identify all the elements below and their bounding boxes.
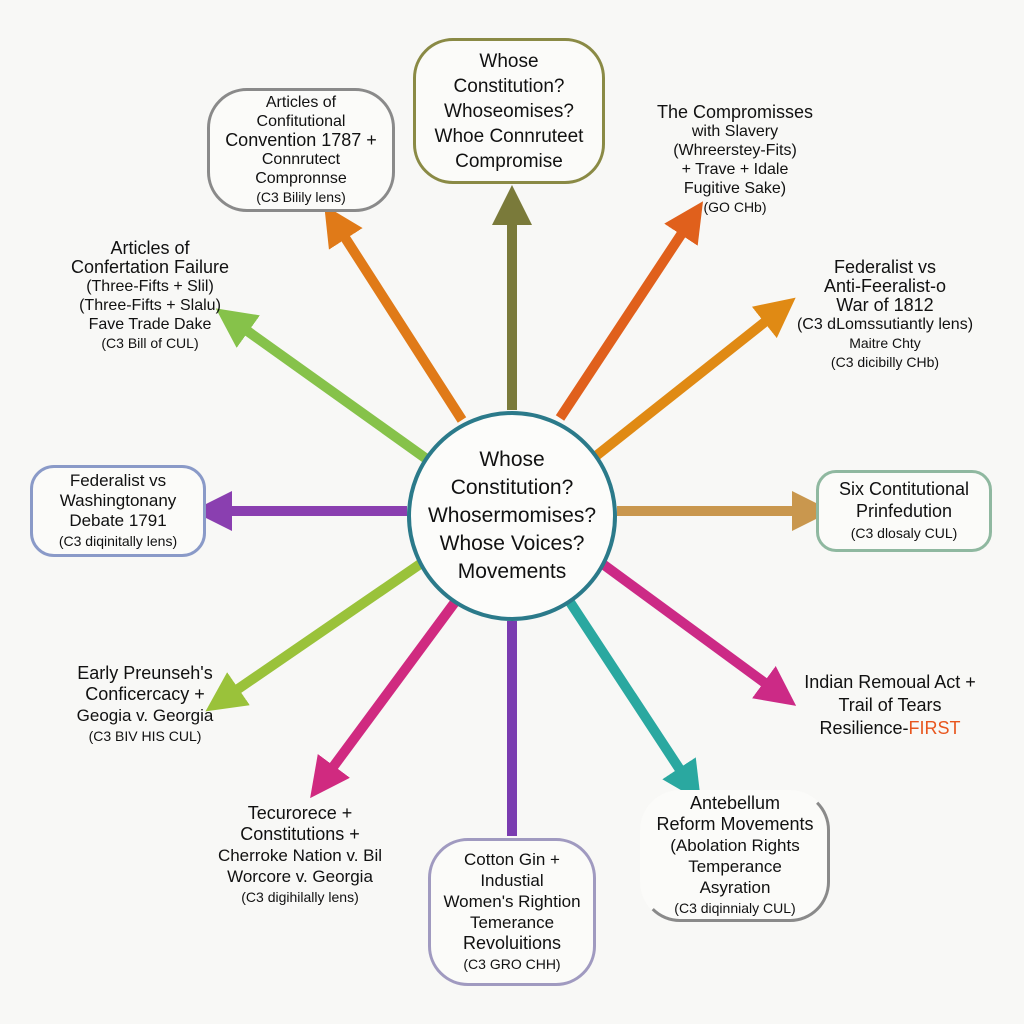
node-line: Indian Remoual Act + — [804, 671, 976, 692]
node-line: (C3 Bill of CUL) — [101, 335, 199, 351]
node-line: (C3 dlosaly CUL) — [850, 525, 958, 541]
node-line: (C3 Bilily lens) — [256, 189, 346, 205]
node-line: Confertation Failure — [70, 257, 230, 277]
node-line: (Abolation Rights — [670, 836, 800, 855]
node-line: (C3 digihilally lens) — [241, 888, 359, 905]
node-line: + Trave + Idale — [681, 161, 789, 178]
node-line: Industial — [480, 871, 544, 890]
node-line: Antebellum — [689, 793, 781, 813]
node-line-resilience: Resilience-FIRST — [819, 717, 960, 740]
center-hub: Whose Constitution? Whosermomises? Whose… — [407, 411, 617, 621]
node-line: Women's Rightion — [443, 892, 581, 911]
node-top-line: Whose — [479, 50, 539, 72]
node-line: Reform Movements — [656, 814, 814, 834]
center-line-2: Constitution? — [450, 476, 574, 499]
node-top-line: Whoseomises? — [444, 100, 574, 122]
node-line: Revoluitions — [462, 933, 562, 953]
node-top-line: Constitution? — [453, 75, 565, 97]
arrow-upper-right — [555, 201, 704, 421]
node-early-presidents: Early Preunseh's Conficercacy + Geogia v… — [45, 660, 245, 750]
node-line: Articles of — [265, 94, 337, 111]
node-line: Tecurorece + — [247, 802, 353, 823]
center-line-1: Whose — [479, 448, 545, 471]
arrow-bottom-right — [561, 593, 701, 802]
node-line: Compronnse — [255, 170, 347, 187]
node-line: The Compromisses — [656, 102, 814, 122]
node-line: Maitre Chty — [849, 335, 921, 351]
node-line: Connrutect — [261, 151, 341, 168]
node-line: Debate 1791 — [69, 511, 167, 530]
node-line: Articles of — [110, 238, 190, 258]
node-line: Cotton Gin + — [464, 850, 560, 869]
node-line: (C3 dLomssutiantly lens) — [796, 316, 974, 333]
node-line: Temperance — [688, 857, 782, 876]
node-top-line: Compromise — [455, 150, 563, 172]
node-line: with Slavery — [691, 123, 779, 140]
node-line: (C3 GRO CHH) — [463, 956, 561, 972]
arrow-left-lower — [205, 555, 429, 712]
node-cotton-gin: Cotton Gin + Industial Women's Rightion … — [428, 838, 596, 986]
node-line: (Whreerstey-Fits) — [673, 142, 797, 159]
node-federalist-war: Federalist vs Anti-Feeralist-o War of 18… — [770, 235, 1000, 395]
node-line: Confitutional — [256, 113, 346, 130]
node-line: Temerance — [469, 913, 555, 932]
node-line: Six Contitutional — [838, 479, 970, 499]
node-line: War of 1812 — [836, 295, 934, 315]
node-tecurorece: Tecurorece + Constitutions + Cherroke Na… — [190, 795, 410, 915]
node-line: Early Preunseh's — [77, 663, 213, 683]
node-articles-convention: Articles of Confitutional Convention 178… — [207, 88, 395, 212]
center-line-4: Whose Voices? — [439, 532, 585, 555]
node-line: Federalist vs — [833, 257, 937, 277]
node-antebellum: Antebellum Reform Movements (Abolation R… — [640, 790, 830, 922]
node-line: (GO CHb) — [703, 199, 767, 215]
node-line: (C3 dicibilly CHb) — [830, 354, 940, 370]
node-compromises-slavery: The Compromisses with Slavery (Whreerste… — [620, 100, 850, 220]
node-line: Washingtonany — [59, 491, 177, 510]
node-indian-removal: Indian Remoual Act + Trail of Tears Resi… — [790, 665, 990, 745]
node-line: Anti-Feeralist-o — [823, 276, 947, 296]
resilience-text: Resilience- — [819, 717, 909, 738]
node-line: Convention 1787 + — [225, 130, 377, 150]
node-line: (C3 BIV HIS CUL) — [88, 728, 202, 744]
node-line: Cherroke Nation v. Bil — [217, 845, 383, 865]
node-line: Fave Trade Dake — [88, 316, 212, 333]
node-line: Geogia v. Georgia — [76, 706, 214, 725]
node-line: Federalist vs — [69, 471, 167, 490]
node-line: Prinfedution — [855, 501, 953, 521]
first-tag: FIRST — [908, 717, 961, 738]
node-six-constitutional: Six Contitutional Prinfedution (C3 dlosa… — [816, 470, 992, 552]
node-line: Fugitive Sake) — [683, 180, 787, 197]
node-line: Trail of Tears — [838, 694, 942, 715]
node-articles-failure: Articles of Confertation Failure (Three-… — [50, 235, 250, 357]
node-federalist-washington: Federalist vs Washingtonany Debate 1791 … — [30, 465, 206, 557]
node-line: (C3 diqinitally lens) — [58, 533, 178, 549]
arrow-right-lower — [597, 557, 797, 706]
arrow-right-upper — [592, 297, 796, 460]
arrow-left-upper — [215, 308, 431, 465]
node-line: Asyration — [699, 878, 771, 897]
node-line: (C3 diqinnialy CUL) — [674, 900, 796, 916]
center-line-5: Movements — [457, 560, 567, 583]
node-line: (Three-Fifts + Slil) — [86, 278, 214, 295]
node-top: Whose Constitution? Whoseomises? Whoe Co… — [413, 38, 605, 184]
node-line: (Three-Fifts + Slalu) — [79, 297, 221, 314]
node-line: Constitutions + — [240, 823, 360, 844]
arrow-bottom-left — [310, 595, 463, 799]
node-line: Conficercacy + — [85, 684, 205, 704]
node-top-line: Whoe Connruteet — [434, 125, 584, 147]
center-line-3: Whosermomises? — [427, 504, 597, 527]
node-line: Worcore v. Georgia — [227, 866, 373, 886]
arrow-upper-left — [324, 205, 467, 423]
